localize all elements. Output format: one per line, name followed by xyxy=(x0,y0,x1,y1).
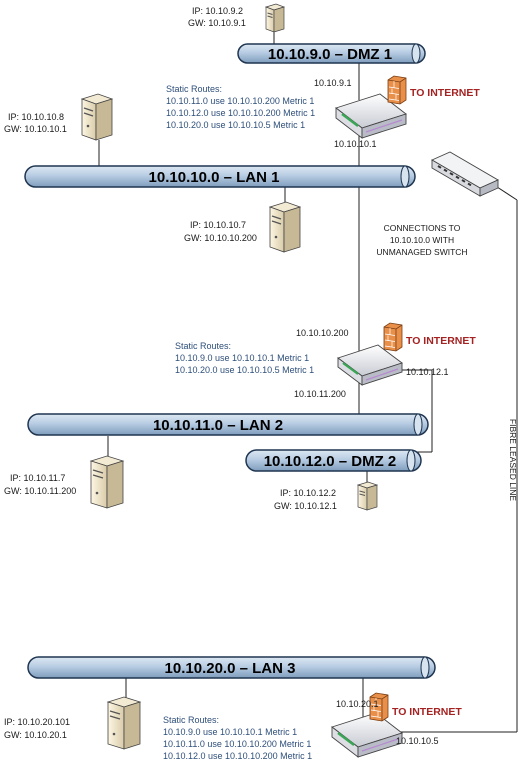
server-icon xyxy=(268,201,302,253)
router-interface-label: 10.10.10.5 xyxy=(396,736,439,746)
host-ip-label: IP: 10.10.9.2 xyxy=(192,6,243,16)
static-routes-title: Static Routes: xyxy=(166,84,222,94)
firewall-icon xyxy=(383,322,403,352)
network-segment-dmz2: 10.10.12.0 – DMZ 2 xyxy=(245,449,422,472)
host-gw-label: GW: 10.10.9.1 xyxy=(188,18,246,28)
firewall-icon xyxy=(369,692,389,722)
network-label-dmz1: 10.10.9.0 – DMZ 1 xyxy=(268,46,392,63)
to-internet-label: TO INTERNET xyxy=(410,87,480,99)
static-routes-r1: Static Routes: 10.10.11.0 use 10.10.10.2… xyxy=(166,84,315,130)
static-route: 10.10.20.0 use 10.10.10.5 Metric 1 xyxy=(166,120,305,130)
network-segment-lan3: 10.10.20.0 – LAN 3 xyxy=(27,656,436,679)
switch-note-line: UNMANAGED SWITCH xyxy=(376,247,467,257)
network-label-dmz2: 10.10.12.0 – DMZ 2 xyxy=(264,453,397,470)
static-route: 10.10.9.0 use 10.10.10.1 Metric 1 xyxy=(163,727,297,737)
host-gw-label: GW: 10.10.20.1 xyxy=(4,730,67,740)
static-routes-r3: Static Routes: 10.10.9.0 use 10.10.10.1 … xyxy=(163,715,312,761)
router-icon xyxy=(335,93,407,139)
static-route: 10.10.11.0 use 10.10.10.200 Metric 1 xyxy=(163,739,311,749)
server-icon xyxy=(89,455,125,509)
to-internet-label: TO INTERNET xyxy=(406,335,476,347)
host-ip-label: IP: 10.10.10.8 xyxy=(8,112,64,122)
switch-icon xyxy=(431,151,499,197)
router-icon xyxy=(331,712,403,758)
static-routes-r2: Static Routes: 10.10.9.0 use 10.10.10.1 … xyxy=(175,341,314,375)
router-interface-label: 10.10.11.200 xyxy=(294,389,346,399)
network-label-lan3: 10.10.20.0 – LAN 3 xyxy=(165,660,296,677)
server-icon xyxy=(264,3,286,33)
switch-note-line: 10.10.10.0 WITH xyxy=(390,235,454,245)
router-interface-label: 10.10.12.1 xyxy=(406,367,449,377)
host-gw-label: GW: 10.10.11.200 xyxy=(4,486,76,496)
router-interface-label: 10.10.10.200 xyxy=(296,328,349,338)
server-icon xyxy=(80,93,114,141)
static-route: 10.10.12.0 use 10.10.10.200 Metric 1 xyxy=(163,751,312,761)
firewall-icon xyxy=(387,75,407,105)
fibre-leased-line-label: FIBRE LEASED LINE xyxy=(508,419,518,502)
static-route: 10.10.20.0 use 10.10.10.5 Metric 1 xyxy=(175,365,314,375)
host-ip-label: IP: 10.10.12.2 xyxy=(280,488,336,498)
network-segment-dmz1: 10.10.9.0 – DMZ 1 xyxy=(237,43,426,64)
static-route: 10.10.11.0 use 10.10.10.200 Metric 1 xyxy=(166,96,314,106)
network-segment-lan2: 10.10.11.0 – LAN 2 xyxy=(27,413,429,436)
router-interface-label: 10.10.20.1 xyxy=(336,699,379,709)
host-ip-label: IP: 10.10.10.7 xyxy=(190,220,246,230)
static-routes-title: Static Routes: xyxy=(163,715,219,725)
switch-note-line: CONNECTIONS TO xyxy=(384,223,461,233)
router-icon xyxy=(337,344,403,386)
cable-lines xyxy=(98,30,518,733)
network-label-lan2: 10.10.11.0 – LAN 2 xyxy=(153,417,283,434)
static-route: 10.10.12.0 use 10.10.10.200 Metric 1 xyxy=(166,108,315,118)
server-icon xyxy=(356,481,379,511)
host-gw-label: GW: 10.10.10.200 xyxy=(184,233,257,243)
server-icon xyxy=(106,696,142,750)
host-gw-label: GW: 10.10.10.1 xyxy=(4,124,67,134)
network-label-lan1: 10.10.10.0 – LAN 1 xyxy=(149,169,280,186)
host-ip-label: IP: 10.10.11.7 xyxy=(10,473,65,483)
to-internet-label: TO INTERNET xyxy=(392,706,462,718)
host-gw-label: GW: 10.10.12.1 xyxy=(274,501,337,511)
static-route: 10.10.9.0 use 10.10.10.1 Metric 1 xyxy=(175,353,309,363)
host-ip-label: IP: 10.10.20.101 xyxy=(4,717,70,727)
router-interface-label: 10.10.9.1 xyxy=(314,78,352,88)
router-interface-label: 10.10.10.1 xyxy=(334,139,377,149)
static-routes-title: Static Routes: xyxy=(175,341,231,351)
network-segment-lan1: 10.10.10.0 – LAN 1 xyxy=(24,165,416,188)
